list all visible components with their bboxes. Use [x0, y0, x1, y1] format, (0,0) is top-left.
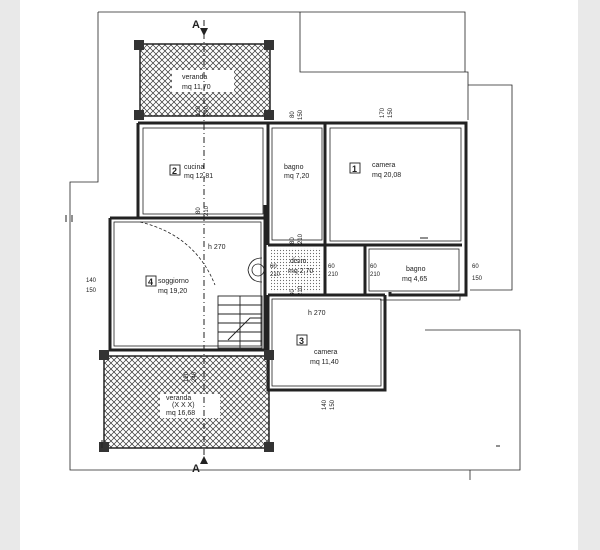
dim-140-left: 140 [86, 278, 97, 284]
veranda-bottom [99, 350, 274, 452]
disimpegno-name: disim. [290, 258, 308, 265]
dim-80-disim: 80 [290, 237, 296, 244]
dim-150-bagno: 150 [298, 109, 304, 120]
dim-140-camera-bot: 140 [322, 399, 328, 410]
dim-60-d: 60 [472, 264, 479, 270]
dim-60-a: 60 [270, 264, 277, 270]
dim-80-cucina: 80 [196, 207, 202, 214]
veranda-top-name: veranda [182, 74, 207, 81]
camera-bottom-name: camera [314, 349, 337, 356]
section-arrow-bottom [200, 456, 208, 464]
disimpegno-fill [271, 248, 322, 292]
bagno-top-name: bagno [284, 164, 304, 171]
disimpegno-area: mq 2,70 [288, 268, 313, 275]
cucina-number: 2 [172, 166, 177, 176]
veranda-top [134, 40, 274, 120]
camera-top-number: 1 [352, 164, 357, 174]
dim-170-camera: 170 [380, 107, 386, 118]
dimension-labels-horizontal: 60 210 60 210 60 210 60 150 140 150 [86, 264, 483, 294]
section-arrow-top [200, 28, 208, 36]
site-boundary [69, 11, 521, 480]
dim-150-camera: 150 [388, 107, 394, 118]
staircase [217, 295, 263, 349]
dim-80-bagno: 80 [290, 111, 296, 118]
dim-210-cucina: 210 [204, 205, 210, 216]
dim-240-top: 240 [204, 105, 210, 116]
veranda-bottom-area: mq 16,68 [166, 410, 195, 417]
cucina-area: mq 12,81 [184, 173, 213, 180]
dim-120-bottom: 120 [184, 371, 190, 382]
cucina-name: cucina [184, 164, 204, 171]
camera-top-name: camera [372, 162, 395, 169]
soggiorno-area: mq 19,20 [158, 288, 187, 295]
dim-60-b: 60 [328, 264, 335, 270]
inner-lines [113, 127, 462, 387]
room-number-boxes [145, 162, 361, 346]
door-swings [139, 221, 265, 286]
dim-240-bottom: 240 [192, 371, 198, 382]
dim-60-c: 60 [370, 264, 377, 270]
bagno-right-name: bagno [406, 266, 426, 273]
camera-bottom-area: mq 11,40 [310, 359, 339, 366]
dim-150-d: 150 [472, 276, 483, 282]
bagno-top-area: mq 7,20 [284, 173, 309, 180]
dim-210-c: 210 [370, 272, 381, 278]
veranda-top-area: mq 11,70 [182, 84, 211, 91]
dim-80-cam-bot: 80 [290, 289, 296, 296]
dim-150-camera-bot: 150 [330, 399, 336, 410]
soggiorno-height: h 270 [208, 244, 226, 251]
misc-marks [65, 215, 500, 448]
dim-120-top: 120 [196, 105, 202, 116]
camera-bottom-number: 3 [299, 336, 304, 346]
dim-210-b: 210 [328, 272, 339, 278]
bagno-right-area: mq 4,65 [402, 276, 427, 283]
camera-bottom-height: h 270 [308, 310, 326, 317]
dim-210-disim: 210 [298, 233, 304, 244]
dim-210-a: 210 [270, 272, 281, 278]
section-mark-top: A [192, 19, 200, 31]
camera-top-area: mq 20,08 [372, 172, 401, 179]
dim-150-left: 150 [86, 288, 97, 294]
soggiorno-name: soggiorno [158, 278, 189, 285]
soggiorno-number: 4 [148, 277, 153, 287]
veranda-bottom-name: veranda [166, 395, 191, 402]
veranda-bottom-note: (X X X) [172, 402, 195, 409]
dimension-labels: 120 240 80 150 170 150 80 210 80 210 80 … [184, 105, 394, 410]
windows [108, 121, 468, 392]
dim-210-cam-bot: 210 [298, 285, 304, 296]
section-mark-bottom: A [192, 463, 200, 475]
